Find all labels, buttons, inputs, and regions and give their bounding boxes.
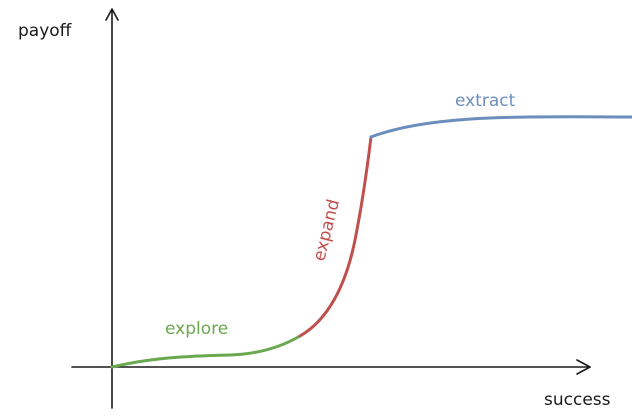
explore-curve (110, 334, 302, 369)
x-axis-arrowhead (576, 359, 591, 375)
y-axis-label: payoff (18, 21, 73, 41)
y-axis-arrowhead (105, 8, 119, 21)
explore-label: explore (165, 319, 228, 339)
extract-curve (369, 115, 632, 139)
extract-label: extract (455, 91, 516, 111)
x-axis-label: success (544, 390, 611, 410)
expand-curve (298, 135, 373, 338)
expand-label: expand (309, 197, 344, 263)
